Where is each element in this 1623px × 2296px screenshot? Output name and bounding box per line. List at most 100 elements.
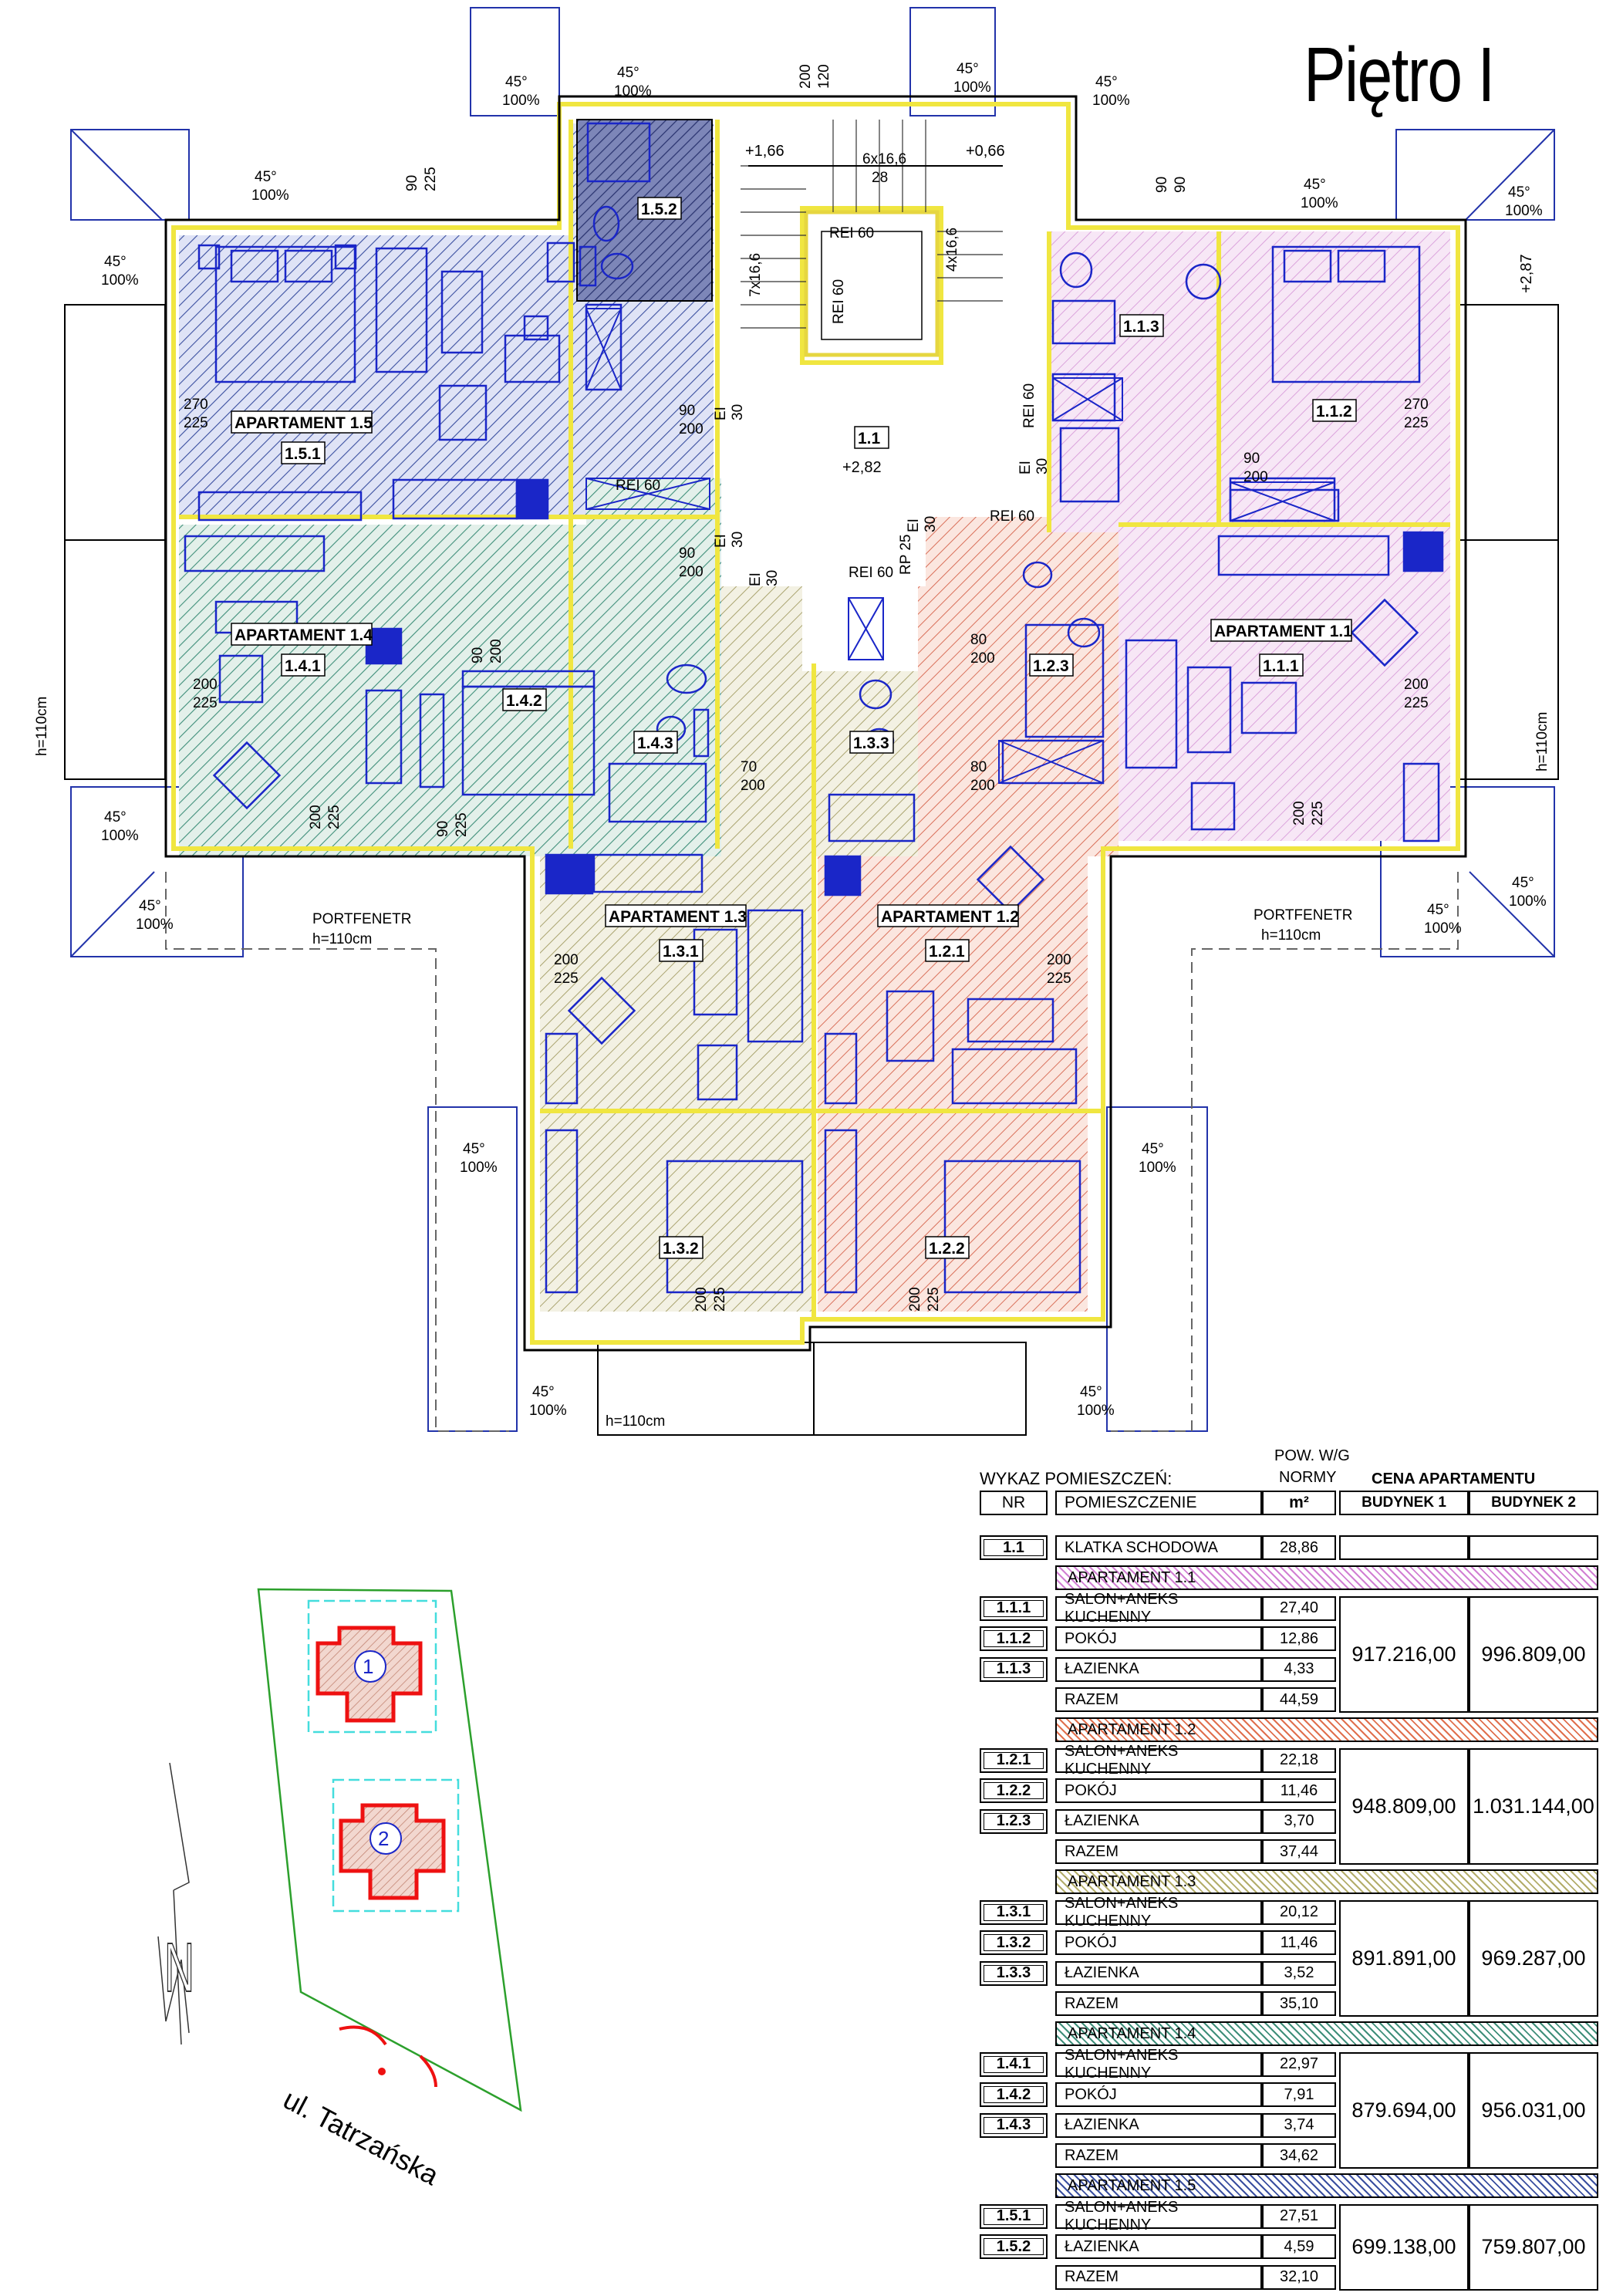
apartment-label-1-3: APARTAMENT 1.3 (609, 908, 747, 926)
room-number-cell: 1.3.3 (980, 1960, 1048, 1986)
roof-slope-angle-12: 45° (532, 1384, 555, 1400)
roof-slope-angle-14: 45° (1427, 902, 1449, 918)
fire-rating-3: REI 60 (990, 508, 1034, 525)
room-label-1-2-1-box (925, 939, 970, 962)
stair-room-label-box (854, 426, 889, 449)
price-budynek-1: 879.694,00 (1339, 2051, 1469, 2169)
room-number-cell: 1.4.2 (980, 2082, 1048, 2108)
roof-slope-angle-5: 45° (1095, 74, 1118, 90)
room-label-1-2-2-box (925, 1236, 970, 1259)
dim-b-10: 200 (970, 778, 995, 794)
room-label-1-1-3-box (1119, 314, 1164, 337)
roof-slope-angle-10: 45° (463, 1141, 485, 1157)
room-label-1-1-1: 1.1.1 (1263, 657, 1299, 675)
dim-a-11: 80 (970, 632, 987, 648)
roof-slope-angle-0: 45° (505, 74, 528, 90)
room-label-1-1-2-box (1312, 399, 1357, 422)
dim-v-a-5: 200 (907, 1287, 923, 1312)
dim-v-b-2: 225 (326, 805, 342, 829)
room-number-cell: 1.4.3 (980, 2112, 1048, 2138)
dim-v-a-1: 90 (1154, 177, 1170, 193)
window-height-west: h=110cm (34, 697, 50, 756)
north-label: N (164, 1929, 194, 2007)
room-name-cell: SALON+ANEKS KUCHENNY (1055, 1895, 1262, 1930)
dim-b-0: 225 (184, 415, 208, 431)
apartment-header-cell: APARTAMENT 1.5 (1055, 2173, 1598, 2199)
header-row: NR POMIESZCZENIE m² BUDYNEK 1 BUDYNEK 2 (977, 1487, 1603, 1518)
room-name-cell: RAZEM (1055, 1687, 1262, 1712)
fire-rating-2: REI 60 (849, 565, 893, 581)
room-label-1-2-3-box (1029, 653, 1074, 677)
room-number-cell: 1.1.2 (980, 1626, 1048, 1652)
dim-a-9: 70 (741, 759, 757, 775)
room-number-cell: 1.3.1 (980, 1899, 1048, 1925)
col-room-header: POMIESZCZENIE (1055, 1491, 1262, 1515)
col-b1-header: BUDYNEK 1 (1339, 1491, 1469, 1515)
apartment-label-1-2: APARTAMENT 1.2 (881, 908, 1019, 926)
price-header: CENA APARTAMENTU (1372, 1470, 1536, 1487)
roof-slope-angle-15: 45° (1512, 875, 1534, 891)
dim-b-3: 225 (1404, 695, 1429, 711)
room-label-1-1-1-box (1259, 653, 1304, 677)
room-name-cell: POKÓJ (1055, 2082, 1262, 2108)
price-empty-b1 (1339, 1535, 1469, 1560)
roof-slope-angle-9: 45° (139, 898, 161, 914)
dim-v-b-8: 200 (488, 639, 504, 663)
room-name-cell: RAZEM (1055, 2264, 1262, 2290)
door-rating-1: EI (713, 534, 729, 548)
portfenetr-dashed (165, 872, 1459, 1432)
table-row: APARTAMENT 1.1 (977, 1562, 1603, 1593)
building-2-label: 2 (378, 1827, 390, 1850)
price-budynek-2: 759.807,00 (1469, 2203, 1598, 2291)
door-rating-val-0: 30 (730, 404, 746, 420)
room-number-cell: 1.4.1 (980, 2051, 1048, 2077)
dim-v-a-3: 200 (1291, 801, 1308, 826)
roof-slope-pct-4: 100% (953, 79, 991, 96)
roof-slope-pct-5: 100% (1092, 93, 1130, 109)
dim-b-2: 225 (193, 695, 218, 711)
top-level: +2,87 (1518, 254, 1535, 293)
price-budynek-1: 891.891,00 (1339, 1899, 1469, 2017)
apartment-label-1-4-box (231, 623, 373, 646)
room-name-cell: POKÓJ (1055, 1930, 1262, 1956)
roof-slope-angle-13: 45° (1080, 1384, 1102, 1400)
dim-a-1: 270 (1404, 397, 1429, 413)
roof-slope-angle-1: 45° (104, 254, 127, 270)
table-title: WYKAZ POMIESZCZEŃ: (980, 1469, 1173, 1488)
room-area-cell: 27,40 (1262, 1595, 1336, 1621)
room-number-cell: 1.1 (980, 1535, 1048, 1560)
room-number-cell: 1.2.2 (980, 1778, 1048, 1804)
room-area-cell: 22,18 (1262, 1747, 1336, 1773)
room-name-cell: SALON+ANEKS KUCHENNY (1055, 2047, 1262, 2082)
room-area-cell: 3,70 (1262, 1808, 1336, 1834)
room-label-1-5-1: 1.5.1 (285, 445, 321, 463)
room-name-cell: ŁAZIENKA (1055, 1656, 1262, 1682)
stair-room-label: 1.1 (858, 430, 881, 447)
apartment-label-1-5: APARTAMENT 1.5 (235, 414, 373, 432)
dim-a-0: 270 (184, 397, 208, 413)
fire-rating-v-1: REI 60 (1021, 383, 1038, 428)
dim-v-b-6: 120 (816, 64, 832, 89)
stair-dim-2: 28 (872, 170, 888, 186)
room-number-cell: 1.5.2 (980, 2234, 1048, 2260)
room-name-cell: POKÓJ (1055, 1778, 1262, 1804)
stair-up-level: +1,66 (745, 143, 785, 160)
room-name-cell: RAZEM (1055, 1991, 1262, 2016)
price-budynek-2: 969.287,00 (1469, 1899, 1598, 2017)
room-area-cell: 44,59 (1262, 1687, 1336, 1712)
furniture (184, 122, 1444, 1294)
building-1-label: 1 (363, 1655, 374, 1678)
roof-slope-pct-10: 100% (460, 1160, 498, 1176)
dim-v-a-6: 200 (798, 64, 814, 89)
room-label-1-3-3: 1.3.3 (853, 734, 889, 752)
room-area-cell: 4,59 (1262, 2234, 1336, 2260)
roof-slope-pct-2: 100% (251, 187, 289, 204)
dim-v-b-0: 225 (423, 167, 439, 191)
